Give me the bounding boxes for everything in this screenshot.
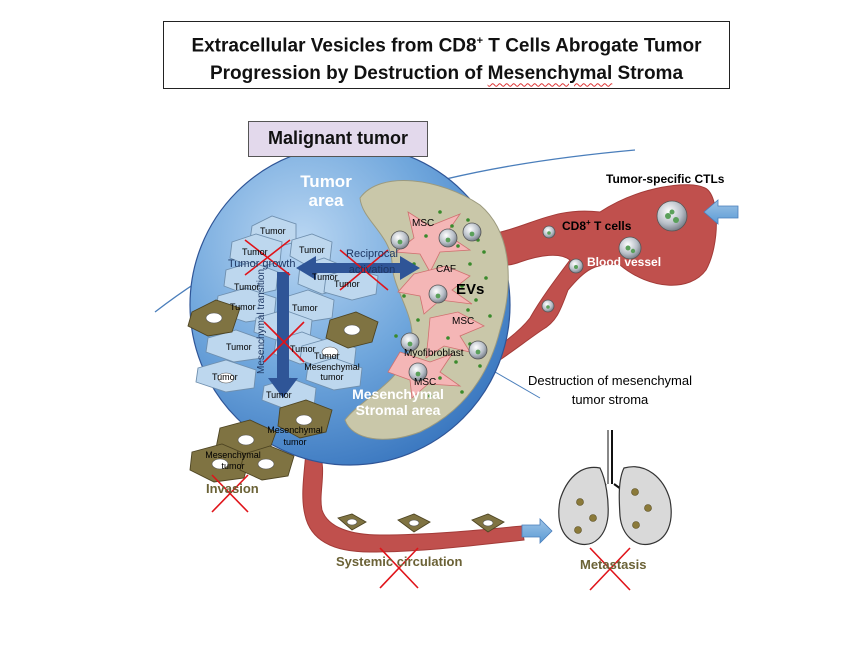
vessel-vesicles <box>546 209 679 309</box>
blood-vessel <box>454 184 717 379</box>
stromal-area-label: Mesenchymal Stromal area <box>338 386 458 418</box>
title-line1-a: Extracellular Vesicles from CD8 <box>191 35 477 57</box>
tumor-area-line1: Tumor <box>300 172 352 191</box>
caf-label: CAF <box>436 264 456 275</box>
mes-tumor-line2: tumor <box>283 437 307 447</box>
destruction-label: Destruction of mesenchymal tumor stroma <box>515 371 705 409</box>
mes-tumor-line2: tumor <box>320 372 344 382</box>
stromal-area-line2: Stromal area <box>355 402 441 418</box>
title-line2-a: Progression by Destruction of <box>209 63 488 85</box>
tumor-cell-label: Tumor <box>230 302 256 312</box>
cross-marks <box>211 239 631 591</box>
title-line2-b: Mesenchymal <box>487 63 613 85</box>
tumor-area-label: Tumor area <box>290 172 362 210</box>
stromal-area-line1: Mesenchymal <box>352 386 444 402</box>
systemic-circulation-label: Systemic circulation <box>336 554 463 569</box>
tumor-cell-label: Tumor <box>226 342 252 352</box>
malignant-tumor-label: Malignant tumor <box>248 121 428 157</box>
cd8-text-b: T cells <box>590 219 632 233</box>
tumor-growth-label: Tumor growth <box>228 258 296 270</box>
t-cell-vesicles <box>397 231 481 377</box>
msc-label: MSC <box>412 218 435 229</box>
ctl-label: Tumor-specific CTLs <box>606 172 725 186</box>
tumor-cell-label: Tumor <box>299 245 325 255</box>
ctl-input-arrow <box>703 199 739 225</box>
mesenchymal-tumor-label: Mesenchymal tumor <box>262 424 328 448</box>
reciprocal-arrow <box>296 256 420 280</box>
ev-dots <box>394 210 492 398</box>
tumor-cell-label: Tumor <box>290 344 316 354</box>
mes-tumor-line1: Mesenchymal <box>205 450 261 460</box>
tumor-area-line2: area <box>308 191 344 210</box>
metastasis-label: Metastasis <box>580 557 647 572</box>
myofibroblast-label: Myofibroblast <box>404 348 464 359</box>
cd8-text: CD8 <box>562 219 587 233</box>
tumor-cell-label: Tumor <box>242 247 268 257</box>
title-line1-b: T Cells Abrogate Tumor <box>483 35 702 57</box>
cell-nuclei <box>205 312 494 527</box>
tumor-cell-label: Tumor <box>234 282 260 292</box>
tumor-cell-label: Tumor <box>312 272 338 282</box>
blood-vessel-label: Blood vessel <box>587 255 662 269</box>
lungs <box>558 430 672 546</box>
tumor-cells <box>195 215 379 411</box>
mesenchymal-tumor-label: Mesenchymal tumor <box>200 450 266 472</box>
reciprocal-line1: Reciprocal <box>346 248 398 260</box>
msc-label: MSC <box>452 316 475 327</box>
tumor-cell-label: Tumor <box>314 351 340 361</box>
reciprocal-line2: activation <box>348 264 396 276</box>
systemic-vessel <box>302 447 525 553</box>
tumor-cell-label: Tumor <box>292 303 318 313</box>
destruction-line1: Destruction of mesenchymal <box>527 373 692 388</box>
cd8-sup: + <box>586 218 591 227</box>
tumor-cell-label: Tumor <box>334 279 360 289</box>
mes-tumor-line2: tumor <box>221 461 245 471</box>
title-line2-c: Stroma <box>612 63 684 85</box>
reciprocal-activation-label: Reciprocal activation <box>332 246 412 278</box>
cd8-label: CD8+ T cells <box>562 218 631 233</box>
evs-label: EVs <box>456 281 485 298</box>
tumor-cell-label: Tumor <box>266 390 292 400</box>
tumor-cell-label: Tumor <box>212 372 238 382</box>
emt-arrow <box>268 272 298 398</box>
invasion-label: Invasion <box>206 481 259 496</box>
mes-tumor-line1: Mesenchymal <box>267 425 323 435</box>
mes-tumor-line1: Mesenchymal <box>304 362 360 372</box>
figure-title: Extracellular Vesicles from CD8+ T Cells… <box>163 21 730 89</box>
to-lungs-arrow <box>521 518 553 544</box>
mesenchymal-tumor-label: Mesenchymal tumor <box>302 362 362 382</box>
msc-label: MSC <box>414 377 437 388</box>
title-sup: + <box>476 35 484 47</box>
destruction-line2: tumor stroma <box>571 392 649 407</box>
tumor-cell-label: Tumor <box>260 226 286 236</box>
